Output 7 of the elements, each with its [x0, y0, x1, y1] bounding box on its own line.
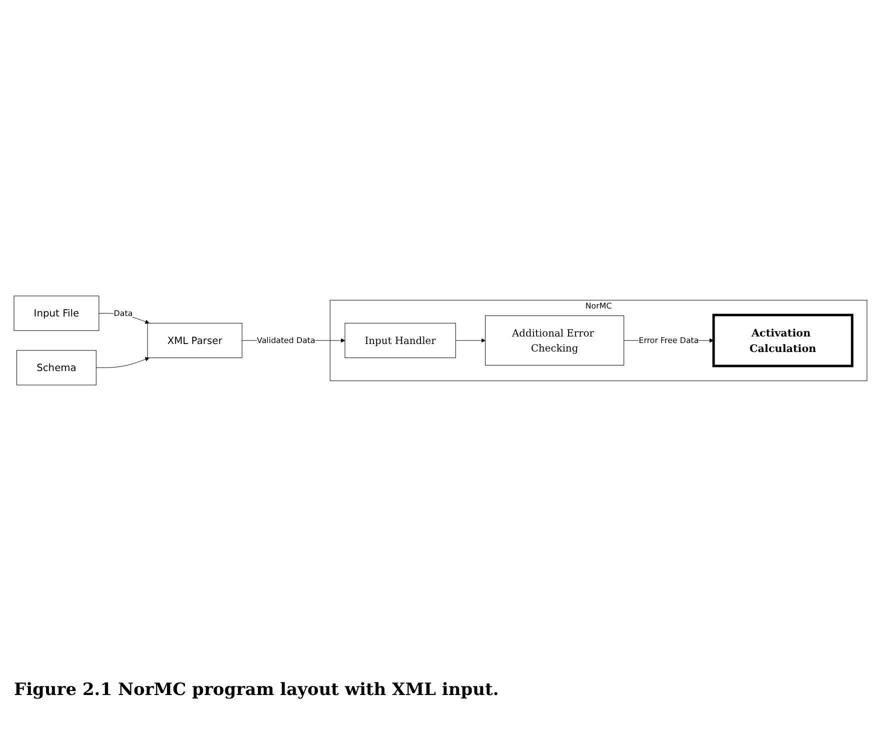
- figure-caption: Figure 2.1 NorMC program layout with XML input.: [14, 680, 500, 700]
- node-box: Schema: [16, 350, 96, 385]
- node-box: Input File: [14, 295, 100, 330]
- node-box: XML Parser: [147, 322, 242, 358]
- node-box: Additional Error Checking: [485, 315, 624, 365]
- node-box: Input Handler: [344, 322, 456, 358]
- node-box: Activation Calculation: [712, 313, 854, 367]
